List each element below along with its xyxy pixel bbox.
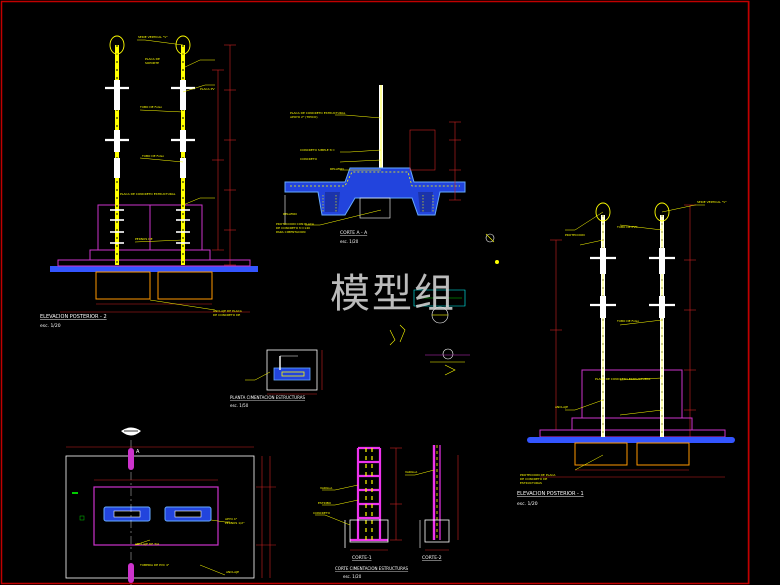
foundation-plan-title: PLANTA CIMENTACION ESTRUCTURAS xyxy=(230,395,305,400)
corte-1-title: CORTE-1 xyxy=(352,555,372,561)
svg-text:ANCLAJE DE 3/4: ANCLAJE DE 3/4 xyxy=(135,542,159,546)
svg-text:ANCLAJE: ANCLAJE xyxy=(226,570,239,574)
svg-text:PLACA DE CONCRETO ESTRUCTURAL: PLACA DE CONCRETO ESTRUCTURAL xyxy=(290,111,346,115)
svg-text:TUBERIA DE PVC 4": TUBERIA DE PVC 4" xyxy=(139,563,170,567)
foundation-section-view: VARILLA ESTRIBO CONCRETO VARILLA CORTE-1… xyxy=(313,445,459,579)
plan-section-marker: A xyxy=(136,449,140,455)
watermark: 模型组 xyxy=(330,271,456,317)
svg-text:ANCLAJE DE PLACA: ANCLAJE DE PLACA xyxy=(213,309,243,313)
svg-text:CONCRETO: CONCRETO xyxy=(313,511,331,515)
svg-text:PROTECCION: PROTECCION xyxy=(565,233,585,237)
elevation-1-view: SERIE VERTICAL "V" PROTECCION TUBO DE PV… xyxy=(517,200,735,507)
svg-text:DE CONCRETO fc=140: DE CONCRETO fc=140 xyxy=(276,226,310,230)
elevation-2-title: ELEVACION POSTERIOR - 2 xyxy=(40,314,107,320)
svg-text:APOYO 2" (TIPICO): APOYO 2" (TIPICO) xyxy=(290,115,318,119)
svg-text:DE CONCRETO DE: DE CONCRETO DE xyxy=(520,477,547,481)
site-plan-view: A APYO 4" PERNOS 1/2" ANCLAJE DE 3/4 TUB… xyxy=(65,427,276,585)
svg-text:SERIE VERTICAL "V": SERIE VERTICAL "V" xyxy=(697,200,727,204)
section-a-a-view: PLACA DE CONCRETO ESTRUCTURAL APOYO 2" (… xyxy=(276,85,466,244)
foundation-plan-view: PLANTA CIMENTACION ESTRUCTURAS esc. 1/50 xyxy=(230,349,323,408)
detail-symbols xyxy=(389,233,499,376)
svg-text:SERIE VERTICAL "V": SERIE VERTICAL "V" xyxy=(138,35,168,39)
svg-text:PLACA PV: PLACA PV xyxy=(200,87,215,91)
svg-text:PARA CIMENTACION: PARA CIMENTACION xyxy=(276,230,306,234)
svg-text:PLACA DE CONCRETO ESTRUCTURAL: PLACA DE CONCRETO ESTRUCTURAL xyxy=(120,192,176,196)
section-a-a-scale: esc. 1/20 xyxy=(340,239,359,244)
svg-text:ESTRIBO: ESTRIBO xyxy=(318,501,332,505)
corte-2-title: CORTE-2 xyxy=(422,555,442,561)
foundation-plan-scale: esc. 1/50 xyxy=(230,403,249,408)
svg-text:TUBO DE FoGo: TUBO DE FoGo xyxy=(616,319,639,323)
svg-text:PLACA DE: PLACA DE xyxy=(145,57,160,61)
elevation-1-title: ELEVACION POSTERIOR - 1 xyxy=(517,491,584,497)
svg-text:CONCRETO SIMPLE fc=: CONCRETO SIMPLE fc= xyxy=(300,148,335,152)
svg-text:PROTECCION DE PLACA: PROTECCION DE PLACA xyxy=(520,473,556,477)
svg-text:PLACA DE CONCRETO ESTRUCTURAL: PLACA DE CONCRETO ESTRUCTURAL xyxy=(595,377,651,381)
svg-text:RELLENO: RELLENO xyxy=(330,167,344,171)
elevation-1-scale: esc. 1/20 xyxy=(517,501,538,507)
svg-text:PERNOS 1/2": PERNOS 1/2" xyxy=(225,521,245,525)
svg-text:APYO 4": APYO 4" xyxy=(225,517,238,521)
svg-text:ANCLAJE: ANCLAJE xyxy=(555,405,568,409)
foundation-section-scale: esc. 1/20 xyxy=(343,574,362,579)
svg-text:VARILLA: VARILLA xyxy=(320,486,333,490)
svg-text:SOPORTE: SOPORTE xyxy=(145,61,159,65)
svg-text:PROTECCION CON PLACA: PROTECCION CON PLACA xyxy=(276,222,315,226)
foundation-section-title: CORTE CIMENTACION ESTRUCTURAS xyxy=(335,566,409,571)
svg-text:RELLENO: RELLENO xyxy=(283,212,297,216)
elevation-2-scale: esc. 1/20 xyxy=(40,323,61,329)
svg-text:ESTRUCTURAS: ESTRUCTURAS xyxy=(520,481,542,485)
svg-text:PERNOS DE: PERNOS DE xyxy=(135,237,153,241)
svg-text:VARILLA: VARILLA xyxy=(405,470,418,474)
svg-text:DE CONCRETO DE: DE CONCRETO DE xyxy=(213,313,240,317)
svg-text:TUBO DE FoGo: TUBO DE FoGo xyxy=(139,105,162,109)
svg-text:CONCRETO: CONCRETO xyxy=(300,157,318,161)
svg-text:TUBO DE PVC: TUBO DE PVC xyxy=(616,225,637,229)
svg-text:TUBO DE FoGo: TUBO DE FoGo xyxy=(141,154,164,158)
section-a-a-title: CORTE A - A xyxy=(340,230,368,236)
